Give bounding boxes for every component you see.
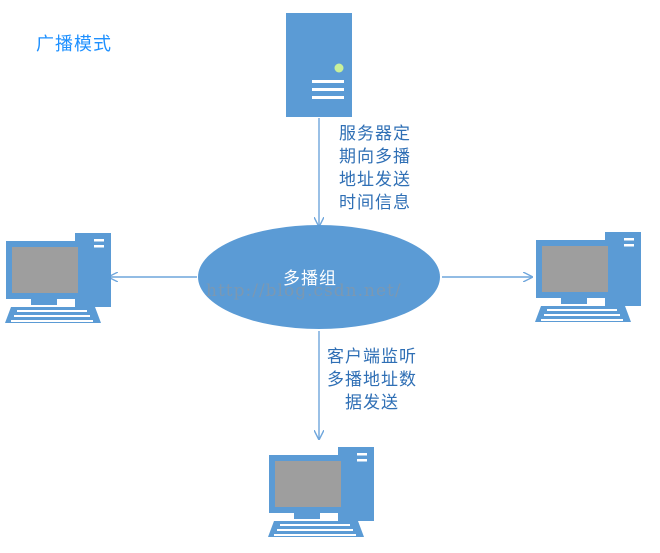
annotation-line: 据发送 (345, 393, 399, 413)
multicast-group-ellipse (198, 225, 440, 329)
watermark-text: http://blog.csdn.net/ (206, 281, 402, 301)
desktop-computer-icon (535, 232, 641, 322)
annotation-line: 多播地址数 (327, 370, 417, 390)
group-to-client-annotation: 客户端监听 多播地址数 据发送 (327, 346, 417, 415)
annotation-line: 客户端监听 (327, 347, 417, 367)
annotation-line: 地址发送 (339, 170, 411, 190)
multicast-group-label: 多播组 (283, 269, 337, 289)
desktop-computer-icon (5, 233, 111, 323)
annotation-line: 时间信息 (339, 193, 411, 213)
annotation-line: 期向多播 (339, 147, 411, 167)
desktop-computer-icon (268, 447, 374, 537)
annotation-line: 服务器定 (339, 124, 411, 144)
diagram-title: 广播模式 (36, 34, 112, 55)
server-to-group-annotation: 服务器定 期向多播 地址发送 时间信息 (339, 123, 411, 215)
server-icon (286, 13, 352, 117)
